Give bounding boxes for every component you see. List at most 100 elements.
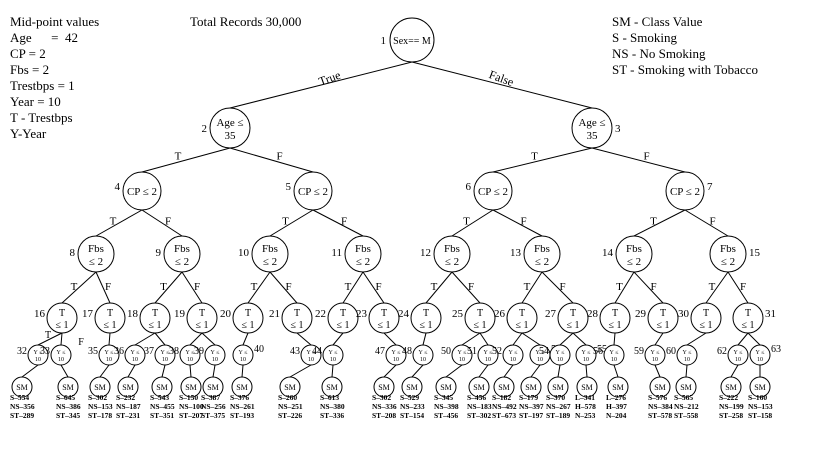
edge-label-f: F	[520, 216, 526, 228]
midpoint-line: T - Trestbps	[10, 110, 73, 125]
t-node	[232, 302, 264, 334]
t-node	[410, 302, 442, 334]
fbs-node	[163, 235, 201, 273]
fbs-node-label: ≤ 2	[175, 256, 189, 268]
node-number: 63	[771, 344, 781, 355]
year-node	[154, 344, 176, 366]
tree-edge	[201, 332, 216, 346]
leaf-node	[547, 376, 569, 398]
tree-edge	[747, 332, 761, 346]
fbs-node-label: ≤ 2	[89, 256, 103, 268]
age-node-label: 35	[225, 130, 237, 142]
tree-edge	[189, 364, 192, 378]
leaf-count: S–302	[88, 393, 107, 402]
year-node-label: Y ≤	[419, 350, 429, 356]
edge-label-f: F	[740, 281, 746, 293]
t-node	[464, 302, 496, 334]
leaf-count: NS–212	[674, 402, 699, 411]
t-node-label: ≤ 1	[337, 320, 350, 331]
leaf-node	[607, 376, 629, 398]
year-node	[749, 344, 771, 366]
leaf-node-label: SM	[122, 383, 134, 392]
node-number: 31	[765, 308, 776, 320]
tree-edge	[654, 332, 664, 346]
leaf-node-label: SM	[284, 383, 296, 392]
leaf-node	[649, 376, 671, 398]
leaf-count: NS–251	[278, 402, 303, 411]
leaf-count: NS–233	[400, 402, 425, 411]
leaf-count: NS–398	[434, 402, 459, 411]
leaf-node	[401, 376, 423, 398]
tree-edge	[425, 271, 453, 304]
tree-edge	[737, 332, 749, 346]
edge-label-t: T	[45, 330, 51, 341]
node-number: 1	[381, 35, 387, 47]
node-number: 43	[290, 346, 300, 357]
leaf-count: NS–153	[88, 402, 113, 411]
node-number: 9	[156, 247, 162, 259]
tree-edge	[60, 332, 63, 346]
leaf-count: S–345	[434, 393, 453, 402]
age-node-label: Age ≤	[578, 117, 605, 129]
leaf-node-label: SM	[16, 383, 28, 392]
leaf-node	[520, 376, 542, 398]
midpoint-line: CP = 2	[10, 46, 46, 61]
leaf-node-label: SM	[440, 383, 452, 392]
leaf-count: S–222	[719, 393, 738, 402]
t-node-label: T	[340, 308, 346, 319]
year-node-label: Y ≤	[756, 350, 766, 356]
leaf-node-label: SM	[406, 383, 418, 392]
t-node-label: T	[107, 308, 113, 319]
leaf-count: ST–154	[400, 411, 424, 420]
cp-node-label: CP ≤ 2	[670, 186, 700, 198]
leaf-count: S–543	[150, 393, 169, 402]
tree-edge	[492, 209, 543, 237]
tree-edge	[445, 364, 463, 378]
leaf-node	[493, 376, 515, 398]
leaf-count: ST–336	[320, 411, 344, 420]
fbs-node-label: ≤ 2	[356, 256, 370, 268]
tree-edge	[269, 209, 314, 237]
tree-edge	[478, 364, 489, 378]
year-node-label: 10	[330, 357, 336, 363]
t-node-label: ≤ 1	[56, 320, 69, 331]
t-node-label: ≤ 1	[420, 320, 433, 331]
year-node-label: 10	[537, 357, 543, 363]
tree-edge	[289, 364, 312, 378]
tree-edge	[730, 364, 739, 378]
tree-edge	[212, 364, 216, 378]
node-number: 39	[194, 346, 204, 357]
leaf-node	[11, 376, 33, 398]
fbs-node	[615, 235, 653, 273]
edge-label-t: T	[463, 216, 470, 228]
node-number: 14	[602, 247, 614, 259]
year-node-label: 10	[420, 357, 426, 363]
node-number: 11	[331, 247, 342, 259]
year-node-label: Y ≤	[484, 350, 494, 356]
leaf-count: NS–455	[150, 402, 175, 411]
year-node	[385, 344, 407, 366]
tree-edge	[296, 332, 312, 346]
leaf-count: NS–380	[320, 402, 345, 411]
leaf-node-label: SM	[473, 383, 485, 392]
tree-edge	[21, 364, 39, 378]
edge-label-f: F	[276, 151, 282, 163]
leaf-count: NS–397	[519, 402, 544, 411]
node-number: 47	[375, 346, 385, 357]
t-node-label: T	[59, 308, 65, 319]
cp-node-label: CP ≤ 2	[127, 186, 157, 198]
leaf-count: NS–386	[56, 402, 81, 411]
leaf-count: S–387	[201, 393, 220, 402]
node-number: 50	[441, 346, 451, 357]
tree-edge	[189, 332, 203, 346]
edge-label-t: T	[650, 216, 657, 228]
year-node	[204, 344, 226, 366]
leaf-count: S–565	[674, 393, 693, 402]
year-node-label: 10	[735, 357, 741, 363]
leaf-node-label: SM	[754, 383, 766, 392]
node-number: 27	[545, 308, 557, 320]
year-node-label: 10	[684, 357, 690, 363]
node-number: 10	[238, 247, 250, 259]
node-number: 12	[420, 247, 431, 259]
leaf-node	[720, 376, 742, 398]
